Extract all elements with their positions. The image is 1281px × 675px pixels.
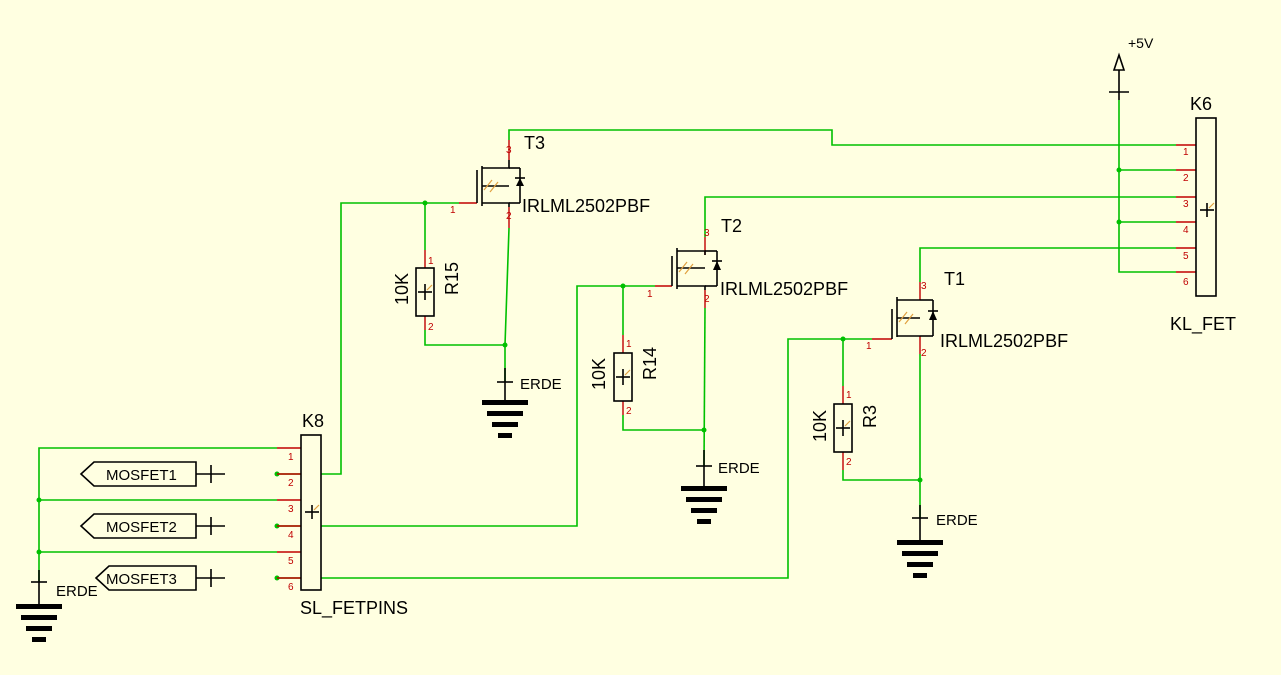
k6-pin-label: 3 — [1183, 199, 1189, 210]
wire-k8-2-t3-gate — [277, 202, 459, 475]
r14-ref-label: R14 — [640, 347, 660, 380]
k6-pin-label: 2 — [1183, 173, 1189, 184]
wires — [38, 100, 1176, 582]
r3-value-label: 10K — [810, 410, 830, 442]
junction-dot — [917, 477, 923, 483]
t3-value-label: IRLML2502PBF — [522, 196, 650, 216]
wire-r14-2 — [622, 415, 704, 431]
r3-pin-label: 1 — [846, 390, 852, 401]
resistor-r14[interactable]: 1 2 10K R14 — [589, 335, 660, 417]
junction-dot — [701, 427, 707, 433]
ground-symbol-3: ERDE — [897, 505, 978, 578]
resistor-r15[interactable]: 1 2 10K R15 — [392, 250, 462, 333]
wire-t2-drain-k6-3 — [704, 196, 1176, 237]
wire-5v-bus — [1118, 100, 1176, 273]
ground-symbol-4: ERDE — [16, 570, 98, 642]
ground-label: ERDE — [718, 460, 760, 477]
net-label-text: MOSFET1 — [106, 467, 177, 484]
k8-pin-label: 2 — [288, 478, 294, 489]
k8-pin-label: 1 — [288, 452, 294, 463]
resistor-r3[interactable]: 1 2 10K R3 — [810, 386, 880, 470]
ground-label: ERDE — [520, 376, 562, 393]
k6-pin-label: 6 — [1183, 277, 1189, 288]
transistor-t3[interactable]: 1 3 2 T3 IRLML2502PBF — [450, 133, 650, 228]
r14-pin-label: 1 — [626, 339, 632, 350]
k6-ref-label: K6 — [1190, 94, 1212, 114]
t1-pin-label: 3 — [921, 281, 927, 292]
t1-value-label: IRLML2502PBF — [940, 331, 1068, 351]
transistor-t1[interactable]: 1 3 2 T1 IRLML2502PBF — [866, 269, 1068, 359]
t2-pin-label: 2 — [704, 294, 710, 305]
k6-pin-label: 4 — [1183, 225, 1189, 236]
r15-value-label: 10K — [392, 273, 412, 305]
net-label-text: MOSFET3 — [106, 571, 177, 588]
wire-r15-2 — [424, 330, 505, 346]
net-label-text: MOSFET2 — [106, 519, 177, 536]
supply-5v: +5V — [1109, 35, 1154, 100]
junction-dot — [502, 342, 508, 348]
junction-dot — [620, 283, 626, 289]
connector-k6[interactable]: 1 2 3 4 5 6 K6 KL_FET — [1170, 94, 1236, 335]
ground-label: ERDE — [56, 583, 98, 600]
k8-ref-label: K8 — [302, 411, 324, 431]
net-label-mosfet2[interactable]: MOSFET2 — [79, 513, 225, 539]
k6-name-label: KL_FET — [1170, 314, 1236, 335]
wire-k8-6-t1-gate — [277, 338, 872, 579]
wire-t1-drain-k6-5 — [919, 247, 1176, 282]
t3-pin-label: 2 — [506, 211, 512, 222]
net-label-mosfet3[interactable]: MOSFET3 — [94, 565, 225, 591]
t1-ref-label: T1 — [944, 269, 965, 289]
t2-ref-label: T2 — [721, 216, 742, 236]
t1-pin-label: 2 — [921, 348, 927, 359]
k6-pin-label: 5 — [1183, 251, 1189, 262]
r3-pin-label: 2 — [846, 457, 852, 468]
connector-k6-body — [1195, 117, 1217, 297]
t3-pin-label: 3 — [506, 145, 512, 156]
k6-pin-label: 1 — [1183, 147, 1189, 158]
k8-pin-label: 6 — [288, 582, 294, 593]
t1-pin-label: 1 — [866, 341, 872, 352]
supply-arrow-icon — [1112, 52, 1126, 71]
t2-pin-label: 1 — [647, 289, 653, 300]
wire-k8-4-t2-gate — [277, 285, 655, 527]
junction-dot — [36, 497, 42, 503]
junction-dot — [840, 336, 846, 342]
net-label-mosfet1[interactable]: MOSFET1 — [79, 461, 225, 487]
wire-t3-drain-k6-1 — [508, 129, 1176, 146]
transistor-t2[interactable]: 1 3 2 T2 IRLML2502PBF — [647, 216, 848, 308]
junction-dot — [1116, 219, 1122, 225]
ground-symbol-1: ERDE — [482, 368, 562, 438]
k8-name-label: SL_FETPINS — [300, 598, 408, 619]
r15-pin-label: 2 — [428, 322, 434, 333]
wire-r3-2 — [842, 470, 920, 481]
junction-dot — [36, 549, 42, 555]
k8-pin-label: 3 — [288, 504, 294, 515]
wire-k8-1-ground — [38, 447, 277, 582]
k8-pin-label: 4 — [288, 530, 294, 541]
ground-symbol-2: ERDE — [681, 450, 760, 524]
r15-ref-label: R15 — [442, 262, 462, 295]
supply-label: +5V — [1128, 35, 1154, 51]
wire-t3-source — [504, 227, 510, 382]
k8-pin-label: 5 — [288, 556, 294, 567]
junction-dot — [422, 200, 428, 206]
t2-pin-label: 3 — [704, 228, 710, 239]
r15-pin-label: 1 — [428, 256, 434, 267]
ground-label: ERDE — [936, 512, 978, 529]
t2-value-label: IRLML2502PBF — [720, 279, 848, 299]
connector-k8[interactable]: 1 2 3 4 5 6 K8 SL_FETPINS — [277, 411, 408, 619]
junction-dot — [1116, 167, 1122, 173]
wire-t2-source — [703, 307, 706, 467]
t3-pin-label: 1 — [450, 205, 456, 216]
t3-ref-label: T3 — [524, 133, 545, 153]
r3-ref-label: R3 — [860, 405, 880, 428]
r14-pin-label: 2 — [626, 406, 632, 417]
r14-value-label: 10K — [589, 358, 609, 390]
